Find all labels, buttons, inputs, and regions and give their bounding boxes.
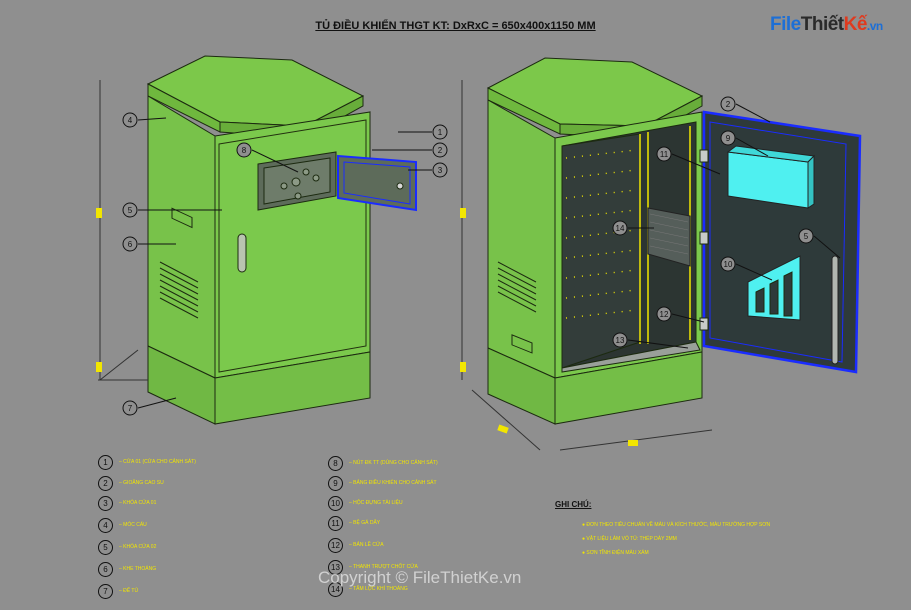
left-lifting-hook (171, 207, 193, 229)
note-item: ● SƠN TĨNH ĐIỆN MÀU XÁM (582, 550, 649, 556)
legend-item: 2 – GIOĂNG CAO SU (98, 475, 164, 491)
legend-item: 1 – CỬA 01 (CỬA CHO CẢNH SÁT) (98, 454, 196, 470)
legend-item: 5 – KHÓA CỬA 02 (98, 539, 157, 555)
callout-label: 14 (616, 224, 625, 233)
right-vent-slots (497, 261, 537, 313)
legend-number: 1 (98, 454, 113, 470)
dim-marker (96, 208, 102, 218)
legend-item: 6 – KHE THOÁNG (98, 561, 157, 577)
legend-item: 10 – HỘC ĐỰNG TÀI LIỆU (328, 495, 403, 511)
callout-label: 3 (438, 166, 443, 175)
legend-item: 3 – KHÓA CỬA 01 (98, 495, 157, 511)
dim-marker (628, 440, 638, 446)
callout-label: 2 (438, 146, 443, 155)
legend-text: – ĐẾ TỦ (119, 588, 139, 594)
legend-number: 3 (98, 495, 113, 511)
left-small-door (337, 154, 417, 212)
callout-label: 10 (724, 260, 733, 269)
legend-number: 6 (98, 561, 113, 577)
drawing-title: TỦ ĐIỀU KHIỂN THGT KT: DxRxC = 650x400x1… (315, 20, 596, 32)
right-cabinet (461, 57, 862, 451)
callout-label: 12 (660, 310, 669, 319)
callout-label: 13 (616, 336, 625, 345)
legend-text: – KHÓA CỬA 01 (119, 500, 157, 506)
dim-marker (460, 208, 466, 218)
legend-item: 4 – MÓC CẨU (98, 517, 147, 533)
callout-label: 11 (660, 150, 669, 159)
callout-label: 4 (128, 116, 133, 125)
legend-item: 13 – THANH TRƯỢT CHỐT CỬA (328, 559, 418, 575)
logo-part-ke: Kế (843, 14, 868, 35)
legend-item: 9 – BẢNG ĐIỀU KHIỂN CHO CẢNH SÁT (328, 475, 437, 491)
dim-marker (460, 362, 466, 372)
callout-label: 5 (804, 232, 809, 241)
logo-part-vn: .vn (866, 19, 883, 33)
logo-part-file: File (770, 14, 801, 35)
legend-number: 10 (328, 495, 343, 511)
legend-text: – NÚT ĐK TT (DÙNG CHO CẢNH SÁT) (349, 460, 438, 466)
legend-number: 9 (328, 475, 343, 491)
legend-number: 4 (98, 517, 113, 533)
legend-text: – TẤM LỌC KHÍ THOÁNG (349, 586, 408, 592)
callout-label: 5 (128, 206, 133, 215)
dim-marker (497, 424, 509, 434)
legend-item: 12 – BẢN LỀ CỬA (328, 537, 384, 553)
legend-number: 7 (98, 583, 113, 599)
left-callouts: 4 5 6 7 8 1 2 3 (122, 112, 448, 416)
notes-title: GHI CHÚ: (555, 500, 592, 509)
legend-number: 5 (98, 539, 113, 555)
legend-text: – GIOĂNG CAO SU (119, 480, 164, 486)
left-vent-slots (159, 261, 199, 319)
callout-label: 1 (438, 128, 443, 137)
legend-text: – MÓC CẨU (119, 522, 147, 528)
dim-marker (96, 362, 102, 372)
legend-text: – THANH TRƯỢT CHỐT CỬA (349, 564, 418, 570)
callout-label: 2 (726, 100, 731, 109)
legend-number: 11 (328, 515, 343, 531)
hinge (699, 231, 709, 245)
legend-item: 11 – BỆ GÁ DÂY (328, 515, 381, 531)
left-door-handle (237, 233, 247, 273)
left-cabinet (98, 55, 417, 425)
copyright-watermark: Copyright © FileThietKe.vn (318, 568, 522, 587)
right-lifting-hook (511, 334, 533, 354)
site-logo[interactable]: FileThiếtKế.vn (770, 14, 883, 36)
callout-label: 9 (726, 134, 731, 143)
callout-label: 8 (242, 146, 247, 155)
legend-number: 12 (328, 537, 343, 553)
legend-text: – BẢNG ĐIỀU KHIỂN CHO CẢNH SÁT (349, 480, 437, 486)
note-item: ● ĐƠN THEO TIÊU CHUẨN VỀ MÀU VÀ KÍCH THƯ… (582, 522, 771, 528)
legend-text: – KHÓA CỬA 02 (119, 544, 157, 550)
callout-label: 6 (128, 240, 133, 249)
hinge (699, 149, 709, 163)
legend-item: 7 – ĐẾ TỦ (98, 583, 139, 599)
legend-item: 8 – NÚT ĐK TT (DÙNG CHO CẢNH SÁT) (328, 455, 438, 471)
legend-text: – CỬA 01 (CỬA CHO CẢNH SÁT) (119, 459, 196, 465)
right-callouts: 2 9 11 14 5 10 12 13 (612, 96, 841, 349)
callout-label: 7 (128, 404, 133, 413)
legend-text: – BẢN LỀ CỬA (349, 542, 384, 548)
legend-number: 13 (328, 559, 343, 575)
legend-number: 14 (328, 581, 343, 597)
note-item: ● VẬT LIỆU LÀM VỎ TỦ: THÉP DÀY 2MM (582, 536, 677, 542)
legend-number: 8 (328, 455, 343, 471)
air-filter (647, 207, 691, 267)
hinge (699, 317, 709, 331)
legend-number: 2 (98, 475, 113, 491)
door-latch-rod (831, 255, 839, 365)
legend-item: 14 – TẤM LỌC KHÍ THOÁNG (328, 581, 408, 597)
legend-text: – KHE THOÁNG (119, 566, 157, 572)
legend-text: – BỆ GÁ DÂY (349, 520, 381, 526)
legend-text: – HỘC ĐỰNG TÀI LIỆU (349, 500, 403, 506)
logo-part-thiet: Thiết (800, 14, 844, 35)
